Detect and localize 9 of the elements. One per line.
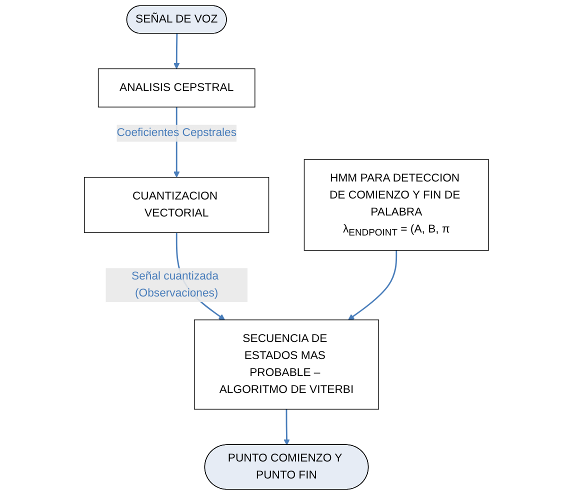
edge-label: Señal cuantizada (Observaciones) xyxy=(132,270,219,300)
arrow xyxy=(284,409,290,446)
edge-label: Coeficientes Cepstrales xyxy=(116,126,237,139)
node-box: HMM PARA DETECCION DE COMIENZO Y FIN DE PALABRA λ$_{ENDPOINT}$ = (A, B, π xyxy=(304,159,489,251)
node-box: CUANTIZACION VECTORIAL xyxy=(84,176,270,233)
arrow xyxy=(173,34,180,70)
node-box: ANALISIS CEPSTRAL xyxy=(98,68,256,108)
node-box: SECUENCIA DE ESTADOS MAS PROBABLE – ALGORITMO DE VITERBI xyxy=(194,320,380,410)
arrow xyxy=(348,250,398,320)
